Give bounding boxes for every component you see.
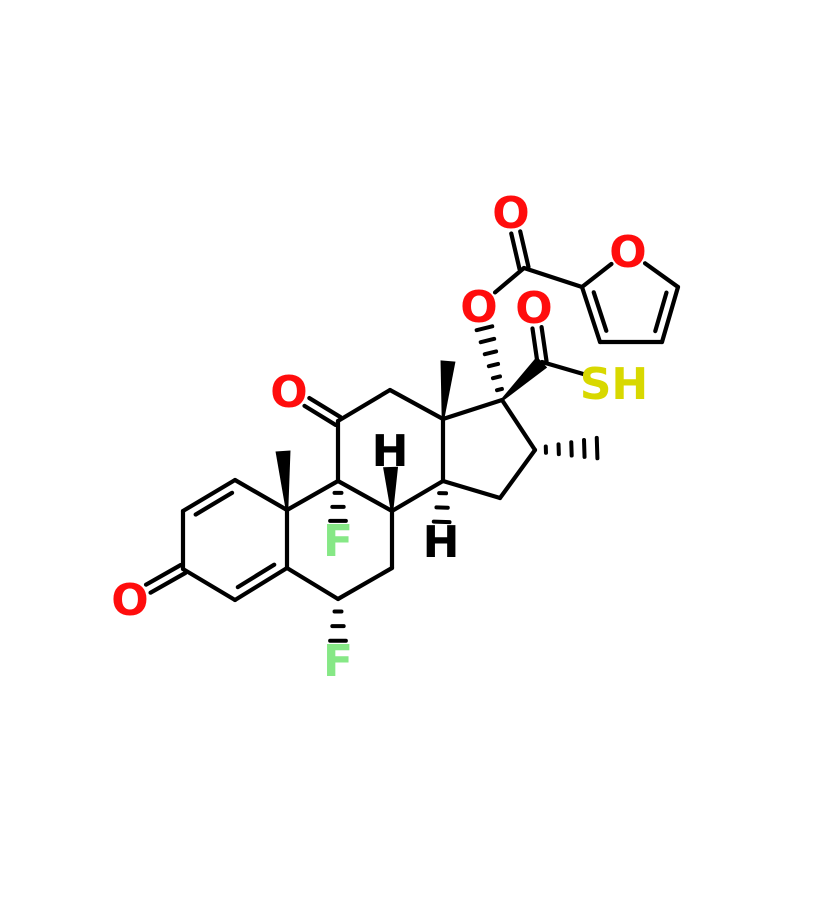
bond-C14-C8 [389, 478, 446, 514]
bond-C1-C2-inner [193, 490, 235, 517]
bond-C17-Oe-dash-1 [490, 374, 502, 381]
bond-C15-C14 [440, 478, 503, 501]
bond-Cc-C2f [521, 265, 585, 290]
bond-C2f-Of [579, 261, 614, 290]
bond-C9-C10 [284, 478, 341, 513]
bond-C5-C6 [284, 565, 341, 602]
bond-Ct-Ot [539, 325, 549, 364]
bond-Of-C5f [642, 261, 681, 290]
bond-C5f-C4f [659, 284, 681, 345]
bond-C17-Oe-dash-5 [474, 324, 495, 333]
bond-C8-C9 [335, 478, 395, 514]
bond-C16-C15 [497, 447, 538, 501]
bond-C10-C19 [275, 450, 291, 511]
bond-C17-Oe-dash-2 [486, 361, 501, 369]
bond-Ct-S [539, 359, 586, 377]
atom-label-Of: O [609, 227, 646, 278]
bond-Ct-Ot-2 [530, 326, 540, 365]
bond-C3-O3 [143, 562, 183, 587]
atom-label-F6: F [323, 636, 353, 687]
atom-label-Oe: O [460, 282, 497, 333]
bond-C16-Me16-dash-4 [594, 435, 600, 461]
bond-Oe-Cc [492, 265, 527, 295]
bond-Cc-Oc [518, 229, 531, 270]
bond-C17-Oe-dash-3 [482, 349, 499, 357]
bond-C10-C1 [232, 477, 290, 513]
bond-C4-C5-inner [235, 562, 277, 590]
bond-C11-C12 [335, 387, 393, 424]
bond-C5f-C4f-inner [653, 290, 669, 334]
bond-C17-Oe-dash-0 [494, 386, 504, 393]
bond-C3-O3-2 [148, 570, 188, 595]
bond-C1-C2 [180, 477, 238, 514]
bond-C11-O11-2 [302, 403, 338, 428]
bond-C17-C16 [499, 397, 538, 453]
atom-label-S: SH [580, 359, 649, 410]
bond-C3-C4 [180, 566, 238, 603]
atom-label-O11: O [270, 367, 307, 418]
bond-C12-C13 [387, 387, 446, 422]
bond-Cc-Oc-2 [509, 231, 522, 272]
bond-C13-C18 [440, 360, 456, 420]
atom-label-F9: F [323, 516, 353, 567]
bond-C6-C7 [335, 565, 395, 602]
atom-label-H8: H [372, 426, 409, 477]
atom-label-H14: H [423, 517, 460, 568]
bond-C8-H8 [383, 466, 399, 512]
bond-C14-H14-dash-2 [431, 519, 452, 525]
atom-label-Ot: O [515, 283, 552, 334]
bond-C11-O11 [307, 395, 343, 420]
atom-label-Oc: O [492, 188, 529, 239]
bond-C17-Oe-dash-4 [478, 336, 497, 345]
bond-C4-C5 [232, 565, 290, 603]
bond-C16-Me16-dash-3 [582, 438, 587, 459]
atom-label-O3: O [111, 575, 148, 626]
bond-C3f-C2f-inner [591, 290, 609, 333]
bond-C13-C17 [440, 397, 505, 422]
bond-C3f-C2f [579, 284, 603, 345]
bond-C17-Ct [501, 356, 548, 401]
